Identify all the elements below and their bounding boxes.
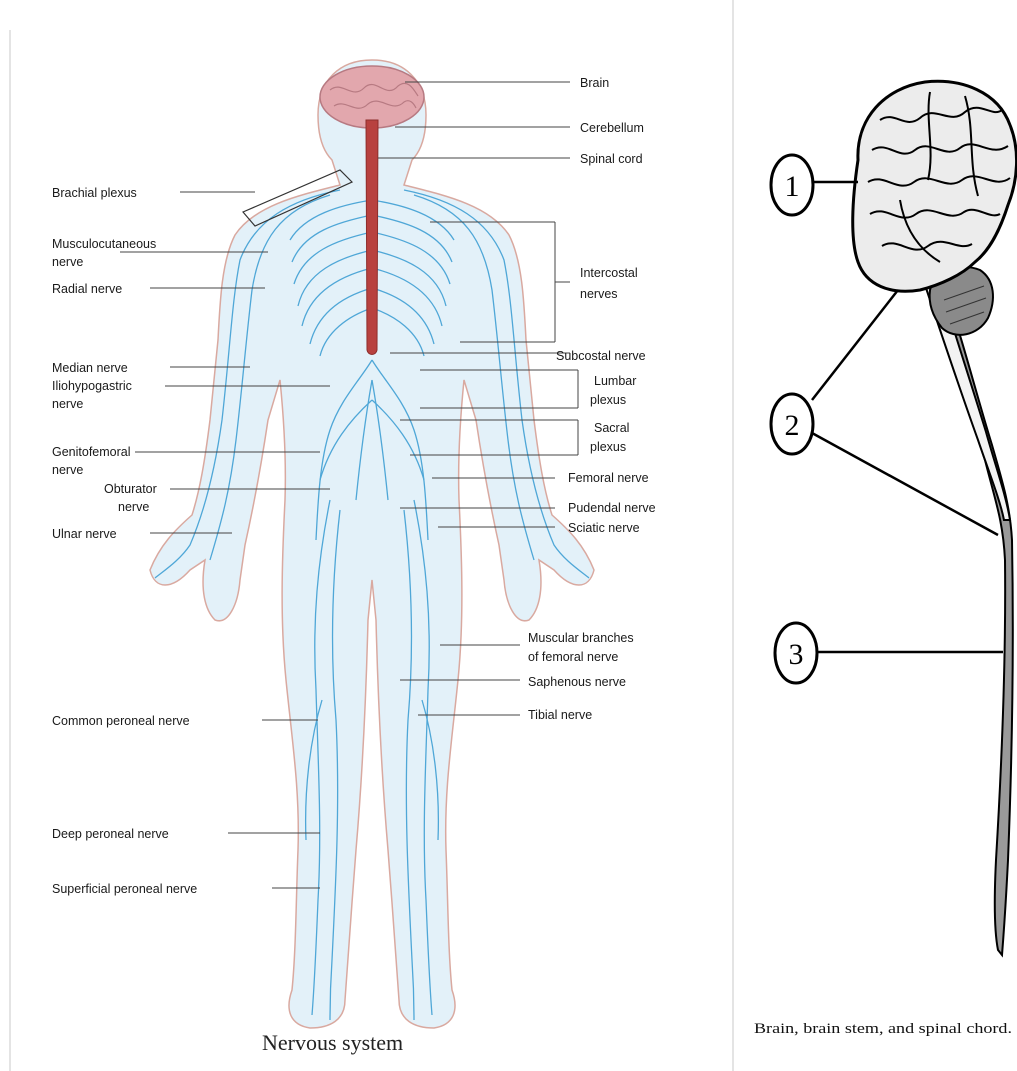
marker-3: 3 <box>775 623 817 683</box>
label-lumbar-2: plexus <box>590 393 626 407</box>
nervous-system-figure: Brain Cerebellum Spinal cord Intercostal… <box>52 60 656 1055</box>
label-sciatic: Sciatic nerve <box>568 521 640 535</box>
label-subcostal: Subcostal nerve <box>556 349 646 363</box>
marker-1: 1 <box>771 155 813 215</box>
marker-2: 2 <box>771 394 813 454</box>
label-obturator-2: nerve <box>118 500 149 514</box>
label-brain: Brain <box>580 76 609 90</box>
label-femoral: Femoral nerve <box>568 471 649 485</box>
label-intercostal-1: Intercostal <box>580 266 638 280</box>
marker-2-label: 2 <box>785 409 800 442</box>
label-brachial: Brachial plexus <box>52 186 137 200</box>
label-intercostal-2: nerves <box>580 287 618 301</box>
label-muscular-2: of femoral nerve <box>528 650 618 664</box>
label-sacral-1: Sacral <box>594 421 629 435</box>
brain-spine-figure: 1 2 3 Brain, brain stem, and spinal chor… <box>754 81 1017 1037</box>
label-ulnar: Ulnar nerve <box>52 527 117 541</box>
label-musculo-2: nerve <box>52 255 83 269</box>
label-ilio-2: nerve <box>52 397 83 411</box>
label-deep-peroneal: Deep peroneal nerve <box>52 827 169 841</box>
label-spinal-cord: Spinal cord <box>580 152 643 166</box>
label-musculo-1: Musculocutaneous <box>52 237 156 251</box>
spinal-cord-shape <box>366 120 378 355</box>
brain-shape <box>320 66 424 128</box>
label-median: Median nerve <box>52 361 128 375</box>
marker-3-label: 3 <box>789 638 804 671</box>
caption-nervous-system: Nervous system <box>262 1030 403 1055</box>
label-genito-1: Genitofemoral <box>52 445 131 459</box>
label-common-peroneal: Common peroneal nerve <box>52 714 190 728</box>
marker-1-label: 1 <box>785 170 800 203</box>
label-lumbar-1: Lumbar <box>594 374 636 388</box>
label-tibial: Tibial nerve <box>528 708 592 722</box>
label-superficial-peroneal: Superficial peroneal nerve <box>52 882 197 896</box>
label-obturator-1: Obturator <box>104 482 157 496</box>
caption-brain-stem-spinal: Brain, brain stem, and spinal chord. <box>754 1021 1012 1037</box>
label-radial: Radial nerve <box>52 282 122 296</box>
label-muscular-1: Muscular branches <box>528 631 634 645</box>
label-pudendal: Pudendal nerve <box>568 501 656 515</box>
label-ilio-1: Iliohypogastric <box>52 379 132 393</box>
label-genito-2: nerve <box>52 463 83 477</box>
label-cerebellum: Cerebellum <box>580 121 644 135</box>
label-saphenous: Saphenous nerve <box>528 675 626 689</box>
label-sacral-2: plexus <box>590 440 626 454</box>
